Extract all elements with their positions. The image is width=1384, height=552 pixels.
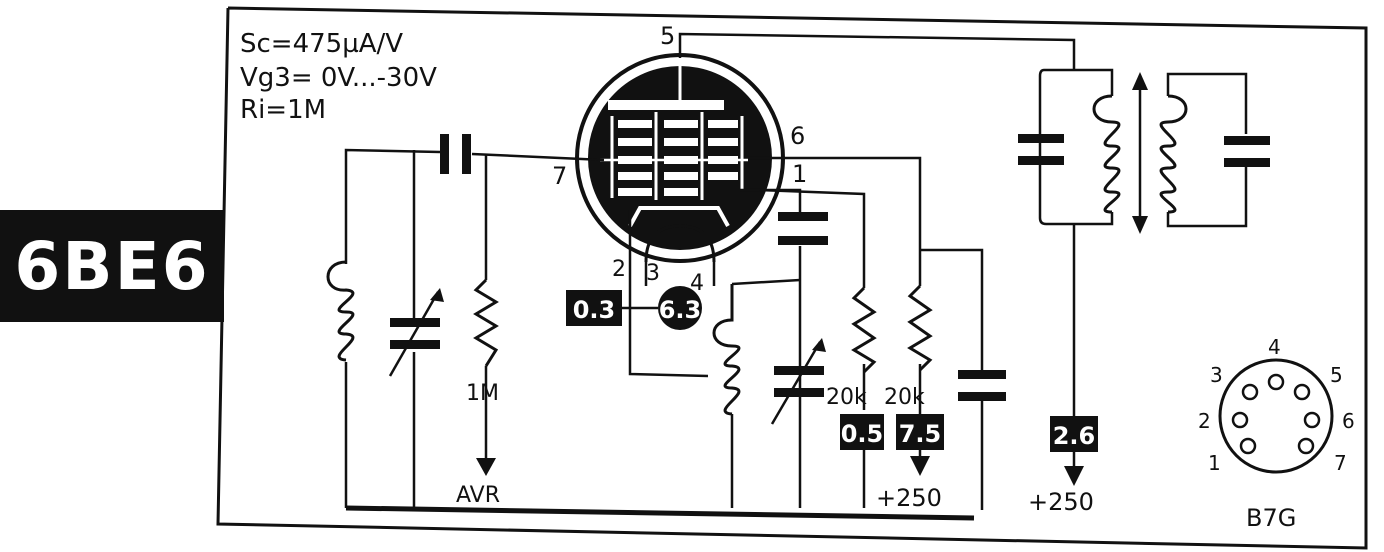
socket-pin-3: 3 <box>1210 363 1223 387</box>
pin-label-7: 7 <box>552 162 567 190</box>
cathode-current-box <box>840 414 884 450</box>
heater-current: 0.3 <box>573 296 616 324</box>
socket-pin-7: 7 <box>1334 451 1347 475</box>
heater-voltage: 6.3 <box>659 296 702 324</box>
pin-label-4: 4 <box>690 271 704 296</box>
grid-resistor-value: 1M <box>466 381 499 406</box>
screen-supply-label: +250 <box>876 484 942 512</box>
socket-diagram <box>1218 358 1334 474</box>
pin-label-6: 6 <box>790 122 805 150</box>
socket-pin-5: 5 <box>1330 363 1343 387</box>
tube-symbol <box>575 53 785 263</box>
oscillator-coil <box>712 284 741 416</box>
heater-voltage-marker <box>658 286 702 330</box>
pin-label-3: 3 <box>646 261 660 286</box>
avr-label: AVR <box>456 483 500 508</box>
cathode-current: 0.5 <box>841 420 884 448</box>
screen-resistor <box>907 284 933 372</box>
cathode-resistor <box>851 286 877 374</box>
cathode-resistor-value: 20k <box>826 385 867 410</box>
grid-resistor <box>473 278 499 367</box>
anode-supply-label: +250 <box>1028 488 1094 516</box>
pin-label-2: 2 <box>612 257 626 282</box>
input-coil <box>326 260 355 362</box>
screen-current: 7.5 <box>899 420 942 448</box>
coupling-capacitor <box>778 212 828 245</box>
pin-label-5: 5 <box>660 22 675 50</box>
socket-pin-4: 4 <box>1268 335 1281 359</box>
socket-pin-1: 1 <box>1208 451 1221 475</box>
anode-current-box <box>1050 416 1098 452</box>
if-transformer <box>1018 68 1270 234</box>
anode-current: 2.6 <box>1053 422 1096 450</box>
tube-type-label: 6BE6 <box>0 210 224 322</box>
heater-current-box <box>566 290 622 326</box>
ground-bus <box>345 505 975 521</box>
socket-pin-2: 2 <box>1198 409 1211 433</box>
screen-bypass-capacitor <box>958 370 1006 401</box>
spec-transconductance: Sc=475µA/V <box>240 29 403 59</box>
screen-resistor-value: 20k <box>884 385 925 410</box>
socket-pin-6: 6 <box>1342 409 1355 433</box>
grid-wire <box>471 152 605 162</box>
grid-capacitor <box>440 134 471 174</box>
socket-type: B7G <box>1246 504 1296 532</box>
anode-wire <box>678 32 1076 70</box>
oscillator-variable-capacitor <box>770 338 826 425</box>
spec-grid3-voltage: Vg3= 0V...-30V <box>240 63 437 93</box>
input-variable-capacitor <box>388 288 444 377</box>
frame <box>216 6 1368 550</box>
screen-current-box <box>896 414 944 450</box>
pin-label-1: 1 <box>792 160 807 188</box>
spec-internal-resistance: Ri=1M <box>240 95 326 125</box>
